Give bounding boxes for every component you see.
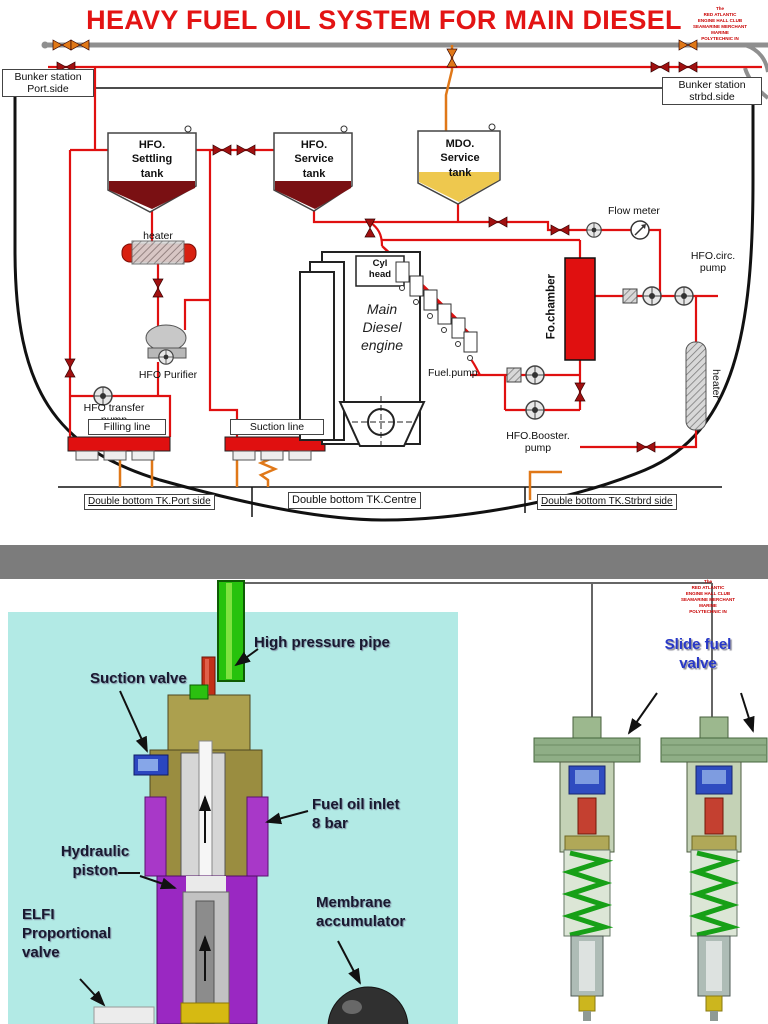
- fuel-injection-pumps: [395, 261, 478, 361]
- flow-meter-icon: [630, 220, 650, 240]
- logo-line: The: [703, 579, 712, 584]
- label-line: valve: [22, 943, 60, 961]
- logo-line: ENGINE HALL CLUB: [697, 18, 743, 24]
- mdo-tank-label: MDO. Service tank: [420, 137, 500, 180]
- label-line: HFO.Booster.: [506, 430, 570, 442]
- heater-left-label: heater: [143, 230, 173, 242]
- strainer-icon-2: [506, 367, 522, 383]
- label-line: head: [368, 268, 392, 280]
- label-line: tank: [302, 167, 326, 180]
- logo-line: POLYTECHNIC IN: [701, 36, 739, 42]
- heater-left-shape: [121, 240, 197, 265]
- mdo-service-tank: [417, 123, 501, 205]
- logo-line: SEAMARINE MERCHANT MARINE: [681, 597, 735, 609]
- cyl-head-label: Cyl head: [356, 258, 404, 281]
- label-line: Fuel oil inlet: [312, 796, 400, 813]
- hydraulic-piston-label: Hydraulic piston: [52, 843, 138, 881]
- bunker-station-port-label: Bunker station Port.side: [2, 69, 94, 98]
- label-line: Port.side: [27, 83, 69, 96]
- section-divider: [0, 545, 768, 579]
- membrane-accumulator-label: Membrane accumulator: [316, 894, 405, 932]
- label-line: HFO transfer: [83, 402, 145, 414]
- strainer-icon: [622, 288, 638, 304]
- label-line: Proportional: [22, 924, 112, 942]
- slide-fuel-valve-label: Slide fuel valve: [650, 636, 746, 674]
- label-line: Slide fuel: [664, 636, 732, 653]
- logo-line: The: [715, 6, 724, 11]
- main-engine-shape: [299, 251, 426, 447]
- high-pressure-pipe-label: High pressure pipe: [254, 634, 390, 651]
- fuel-valve-svg: [0, 545, 768, 1024]
- filling-line-label: Filling line: [88, 419, 166, 436]
- main-engine-label: Main Diesel engine: [338, 300, 426, 355]
- label-line: HFO.circ.: [690, 250, 736, 262]
- annotation-arrows: [79, 648, 755, 1007]
- label-line: HFO.: [138, 139, 166, 151]
- label-line: tank: [448, 166, 472, 179]
- engine-centerlines: [352, 396, 412, 450]
- label-line: engine: [360, 337, 404, 354]
- hfo-service-tank: [273, 125, 353, 212]
- db-tank-strbrd-label: Double bottom TK.Strbrd side: [537, 494, 677, 510]
- bunker-station-strbd-label: Bunker station strbd.side: [662, 77, 762, 106]
- settling-tank-label: HFO. Settling tank: [110, 138, 194, 181]
- hfo-settling-tank: [107, 125, 197, 213]
- label-line: HFO.: [300, 139, 328, 151]
- connector-lines: [232, 582, 713, 738]
- label-line: Service: [440, 152, 480, 165]
- logo-line: POLYTECHNIC IN: [689, 609, 727, 615]
- label-line: MDO.: [445, 138, 475, 150]
- heater-right-label: heater: [710, 369, 723, 399]
- logo-line: SEAMARINE MERCHANT MARINE: [693, 24, 747, 36]
- slide-fuel-valve-right: [660, 716, 768, 1021]
- fo-chamber-label: Fo.chamber: [545, 274, 558, 340]
- label-line: Hydraulic: [60, 843, 130, 860]
- label-line: accumulator: [316, 912, 406, 930]
- logo-line: RED ATLANTIC: [703, 12, 737, 18]
- label-line: Cyl: [372, 258, 388, 269]
- bunker-gray-pipe: [41, 41, 768, 100]
- hfo-system-svg: [13, 39, 768, 522]
- filling-manifold: [67, 436, 171, 461]
- label-line: Bunker station: [14, 71, 82, 83]
- fuel-oil-inlet-label: Fuel oil inlet 8 bar: [312, 796, 400, 834]
- label-line: Membrane: [316, 894, 392, 911]
- label-line: pump: [699, 262, 727, 275]
- circ-pump-label: HFO.circ. pump: [678, 250, 748, 274]
- db-tank-port-label: Double bottom TK.Port side: [84, 494, 215, 510]
- purifier-label: HFO Purifier: [138, 369, 198, 381]
- label-line: strbd.side: [689, 91, 735, 104]
- flow-meter-label: Flow meter: [608, 205, 660, 217]
- label-line: Main: [366, 301, 398, 317]
- fuel-pump-cutaway: [93, 580, 409, 1024]
- slide-fuel-valve-left: [533, 716, 641, 1021]
- fuel-pump-label: Fuel.pump: [428, 367, 478, 379]
- label-line: ELFI: [22, 906, 55, 923]
- elfi-label: ELFI Proportional valve: [22, 906, 111, 962]
- hfo-purifier-shape: [145, 324, 187, 365]
- club-logo: The RED ATLANTIC ENGINE HALL CLUB SEAMAR…: [684, 6, 756, 42]
- label-line: 8 bar: [312, 814, 348, 832]
- service-tank-label: HFO. Service tank: [276, 138, 352, 181]
- page-title: HEAVY FUEL OIL SYSTEM FOR MAIN DIESEL: [86, 5, 682, 35]
- suction-line-label: Suction line: [230, 419, 324, 436]
- logo-line: RED ATLANTIC: [691, 585, 725, 591]
- label-line: piston: [72, 861, 118, 879]
- suction-valve-label: Suction valve: [90, 670, 187, 687]
- fo-chamber-shape: [564, 257, 596, 361]
- db-tank-centre-label: Double bottom TK.Centre: [288, 492, 421, 509]
- label-line: Settling: [131, 153, 173, 166]
- heater-right-shape: [685, 341, 707, 431]
- club-logo-2: The RED ATLANTIC ENGINE HALL CLUB SEAMAR…: [674, 579, 742, 615]
- label-line: pump: [524, 442, 552, 455]
- label-line: Diesel: [362, 319, 402, 336]
- label-line: Service: [294, 153, 334, 166]
- logo-line: ENGINE HALL CLUB: [685, 591, 731, 597]
- booster-pump-label: HFO.Booster. pump: [496, 430, 580, 454]
- label-line: valve: [679, 654, 717, 672]
- label-line: tank: [140, 167, 164, 180]
- label-line: Bunker station: [678, 79, 746, 91]
